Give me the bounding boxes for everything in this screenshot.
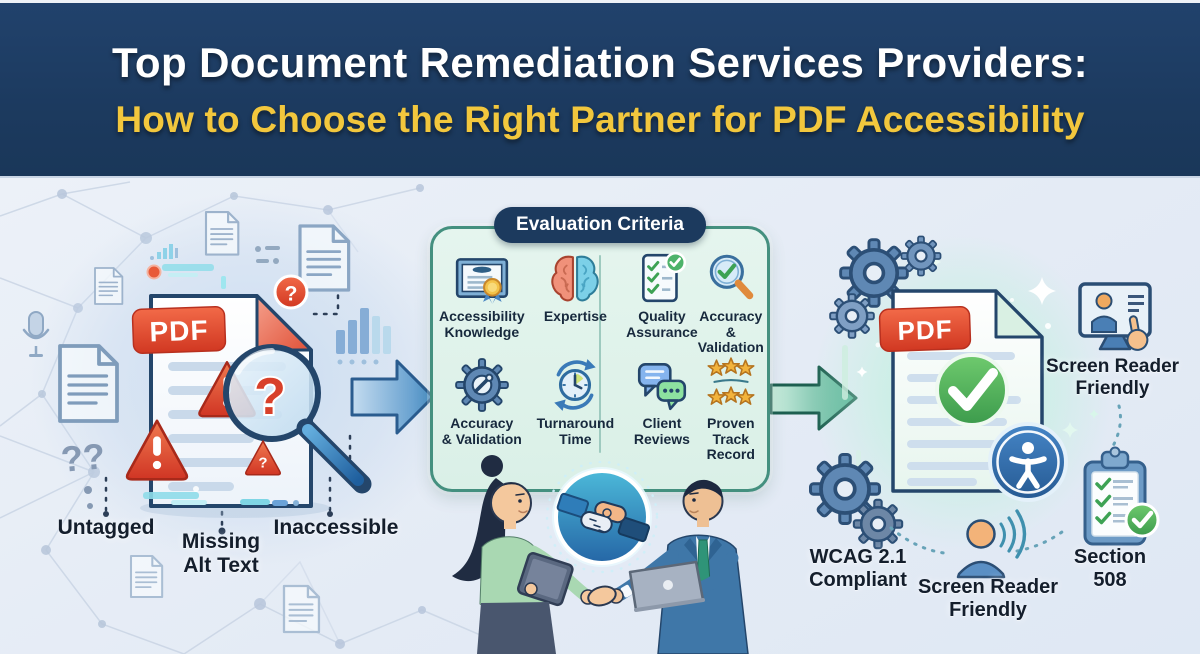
gear-icon	[852, 498, 904, 550]
pdf-badge-text: PDF	[897, 314, 953, 346]
label-missing-alt-text: Missing Alt Text	[181, 530, 261, 578]
partnership-illustration	[452, 455, 749, 654]
label-screen-reader-friendly: Screen Reader Friendly	[917, 576, 1059, 621]
red-dot	[146, 264, 162, 280]
pdf-badge: PDF	[878, 306, 972, 352]
clipboard-checklist-icon	[1083, 446, 1160, 546]
sound-waves-icon	[999, 509, 1027, 559]
slider-dots	[255, 246, 280, 264]
document-icon	[298, 224, 351, 292]
header-banner: Top Document Remediation Services Provid…	[0, 0, 1200, 178]
monitor-screen-reader-icon	[1078, 282, 1152, 351]
check-circle-icon	[935, 353, 1009, 427]
chat-bubbles-icon	[637, 363, 687, 411]
magnifier-handle	[302, 424, 364, 486]
criteria-item: Accuracy & Validation	[698, 249, 764, 356]
circle-question-text: ?	[285, 283, 298, 306]
teal-accent-lines	[162, 264, 226, 305]
gear-icon	[900, 235, 942, 277]
pdf-badge: PDF	[131, 305, 227, 355]
accessibility-icon	[988, 422, 1068, 502]
label-section-508: Section 508	[1073, 546, 1147, 591]
pdf-document-accessible: PDF	[878, 289, 1068, 502]
criteria-label: Proven Track Record	[706, 415, 755, 463]
hand-cursor-icon	[1126, 315, 1149, 351]
teal-glow-lines	[143, 486, 299, 506]
question-circle-icon: ?	[273, 274, 309, 310]
turnaround-clock-icon	[554, 359, 597, 411]
criteria-label: Quality Assurance	[626, 308, 698, 340]
page-fold	[994, 289, 1044, 339]
scene-graphics: ?? PDF	[0, 181, 1160, 654]
warning-triangle-question-icon: ?	[245, 440, 281, 476]
criteria-item: Expertise	[537, 249, 615, 356]
magnifier-icon: ?	[223, 344, 372, 494]
laptop-icon	[628, 560, 705, 612]
label-screen-reader-friendly: Screen Reader Friendly	[1045, 356, 1180, 399]
arrow-right-icon	[350, 359, 435, 435]
page-subtitle: How to Choose the Right Partner for PDF …	[115, 98, 1085, 140]
criteria-item: Accessibility Knowledge	[439, 249, 537, 356]
document-icon	[94, 267, 124, 305]
woman-illustration	[452, 455, 596, 654]
criteria-label: Expertise	[543, 308, 607, 324]
criteria-label: Accessibility Knowledge	[439, 308, 525, 340]
handshake-emblem-icon	[545, 460, 659, 574]
criteria-label: Accuracy & Validation	[441, 415, 522, 447]
double-question-text: ??	[59, 435, 106, 480]
criteria-label: Turnaround Time	[536, 415, 615, 447]
checklist-icon	[641, 251, 687, 303]
document-icon	[204, 210, 240, 256]
connector-dashed	[889, 404, 1122, 555]
criteria-item: Proven Track Record	[698, 356, 764, 463]
page-title: Top Document Remediation Services Provid…	[111, 38, 1089, 86]
bar-chart-icon	[150, 244, 178, 260]
illustration-area: ?? PDF	[0, 178, 1200, 654]
check-circle-icon	[1124, 502, 1160, 538]
criteria-item: Quality Assurance	[614, 249, 698, 356]
bar-chart-icon	[336, 308, 391, 365]
gear-icon	[828, 292, 876, 340]
question-marks-decor: ??	[59, 435, 107, 509]
evaluation-criteria-title: Evaluation Criteria	[494, 207, 706, 243]
criteria-grid: Accessibility Knowledge Expertise	[439, 249, 764, 462]
certificate-icon	[455, 258, 508, 304]
label-wcag-compliant: WCAG 2.1 Compliant	[809, 546, 907, 591]
criteria-label: Client Reviews	[633, 415, 690, 447]
triangle-question-text: ?	[258, 455, 267, 472]
gear-wrench-icon	[454, 358, 509, 412]
document-icon	[58, 344, 119, 423]
criteria-item: Accuracy & Validation	[439, 356, 537, 463]
panel-divider	[599, 255, 601, 453]
evaluation-criteria-panel: Evaluation Criteria Accessibility Knowle…	[430, 207, 770, 492]
brain-icon	[551, 255, 600, 302]
person-audio-icon	[956, 509, 1027, 579]
connector-dots	[103, 511, 333, 535]
pdf-badge-text: PDF	[149, 314, 209, 347]
label-untagged: Untagged	[57, 516, 155, 539]
magnifier-check-icon	[709, 254, 754, 300]
handshake-hands	[587, 585, 617, 607]
man-illustration	[587, 479, 749, 654]
criteria-item: Turnaround Time	[536, 356, 615, 463]
document-icon	[282, 584, 321, 634]
criteria-label: Accuracy & Validation	[697, 308, 764, 356]
label-inaccessible: Inaccessible	[273, 516, 399, 539]
lens-question-text: ?	[254, 368, 286, 426]
stars-icon	[707, 357, 755, 405]
microphone-icon	[22, 311, 50, 357]
criteria-item: Client Reviews	[614, 356, 698, 463]
